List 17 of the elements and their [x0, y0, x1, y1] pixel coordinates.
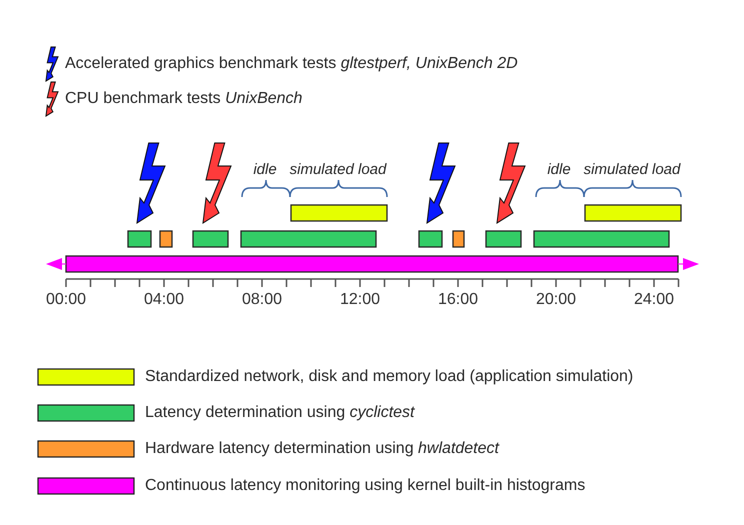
- tick-label: 16:00: [438, 290, 478, 310]
- tick-label: 00:00: [46, 290, 86, 310]
- legend-text: Continuous latency monitoring using kernel built-in histograms: [145, 476, 586, 496]
- legend-text: CPU benchmark tests UnixBench: [65, 89, 302, 109]
- brace-label: simulated load: [290, 160, 386, 180]
- legend-text: Latency determination using cyclictest: [145, 403, 414, 423]
- tick-label: 08:00: [242, 290, 282, 310]
- tick-label: 04:00: [144, 290, 184, 310]
- brace-label: idle: [253, 160, 277, 180]
- tick-label: 24:00: [634, 290, 674, 310]
- tick-label: 12:00: [340, 290, 380, 310]
- legend-text: Standardized network, disk and memory load (application simulation): [145, 367, 634, 387]
- brace-label: idle: [547, 160, 571, 180]
- legend-text: Accelerated graphics benchmark tests gltestperf, UnixBench 2D: [65, 54, 518, 74]
- legend-text: Hardware latency determination using hwlatdetect: [145, 439, 499, 459]
- tick-label: 20:00: [536, 290, 576, 310]
- brace-label: simulated load: [584, 160, 680, 180]
